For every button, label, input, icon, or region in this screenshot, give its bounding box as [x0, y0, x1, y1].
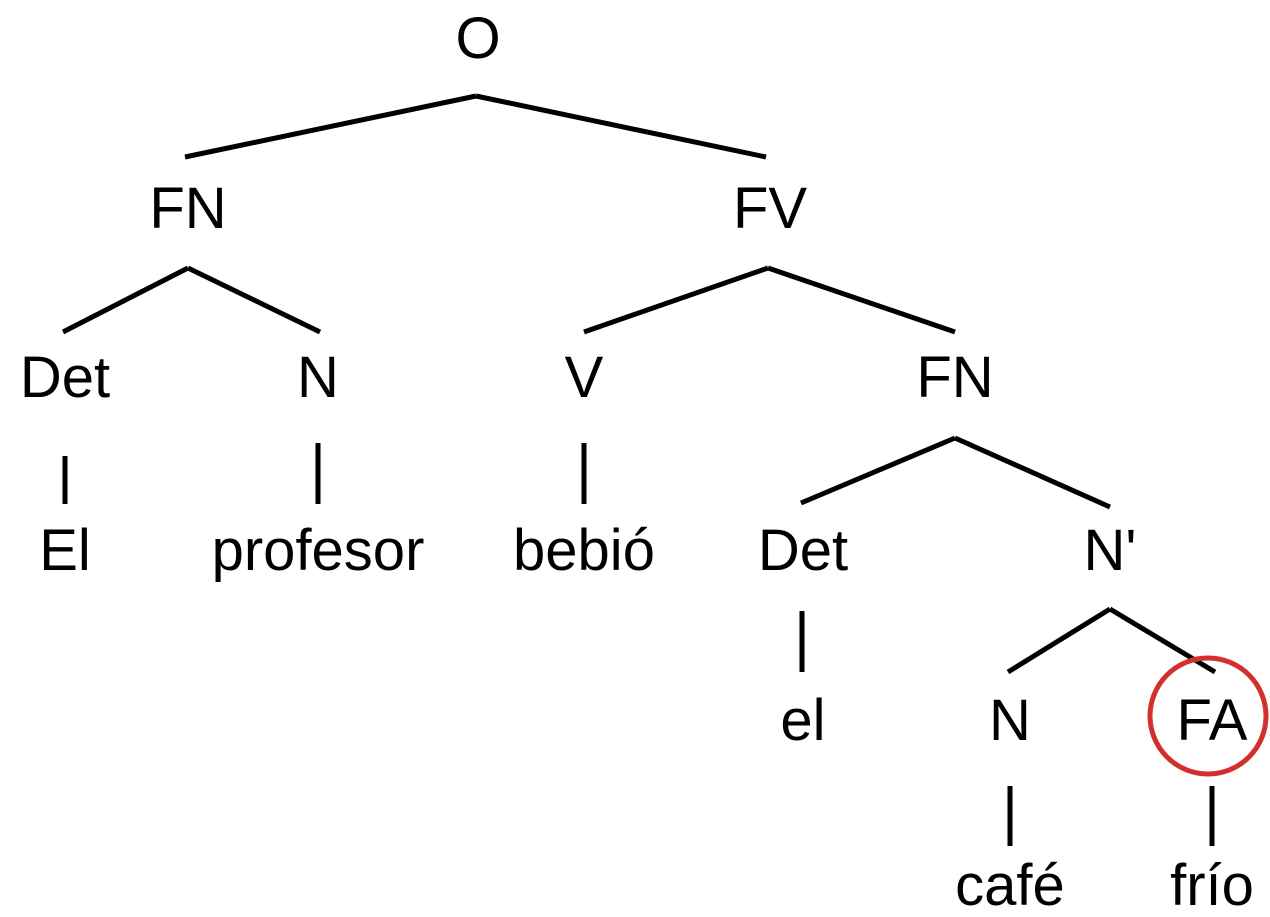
branch-fn2-det [800, 435, 956, 506]
branch-fn-n [186, 265, 322, 335]
branch-o-fv [475, 93, 767, 160]
word-frio: frío [1170, 853, 1254, 917]
node-det-subject: Det [20, 345, 110, 410]
branch-nbar-fa [1108, 606, 1217, 675]
node-fn-object: FN [916, 345, 993, 410]
node-fa: FA [1177, 688, 1248, 753]
branch-fn2-nbar [953, 435, 1112, 510]
highlight-circle [1147, 655, 1269, 777]
branch-fn-det [61, 265, 190, 335]
branch-nbar-n [1006, 606, 1112, 675]
branch-fv-v [583, 265, 769, 335]
node-det-object: Det [758, 518, 848, 583]
tree-nodes: O FN FV Det N V FN El profesor bebió Det… [20, 6, 1254, 917]
node-n-object: N [989, 688, 1031, 753]
node-fn-subject: FN [149, 176, 226, 241]
node-n-subject: N [297, 345, 339, 410]
branch-fv-fn [767, 265, 956, 335]
node-fv: FV [733, 176, 807, 241]
branch-o-fn [184, 93, 477, 160]
node-o: O [455, 6, 500, 71]
node-n-bar: N' [1084, 518, 1137, 583]
word-bebio: bebió [513, 518, 655, 583]
node-v: V [565, 345, 604, 410]
word-profesor: profesor [212, 518, 425, 583]
word-cafe: café [955, 853, 1065, 917]
tree-branches [61, 93, 1217, 846]
word-el-capital: El [39, 518, 91, 583]
word-el: el [780, 688, 825, 753]
